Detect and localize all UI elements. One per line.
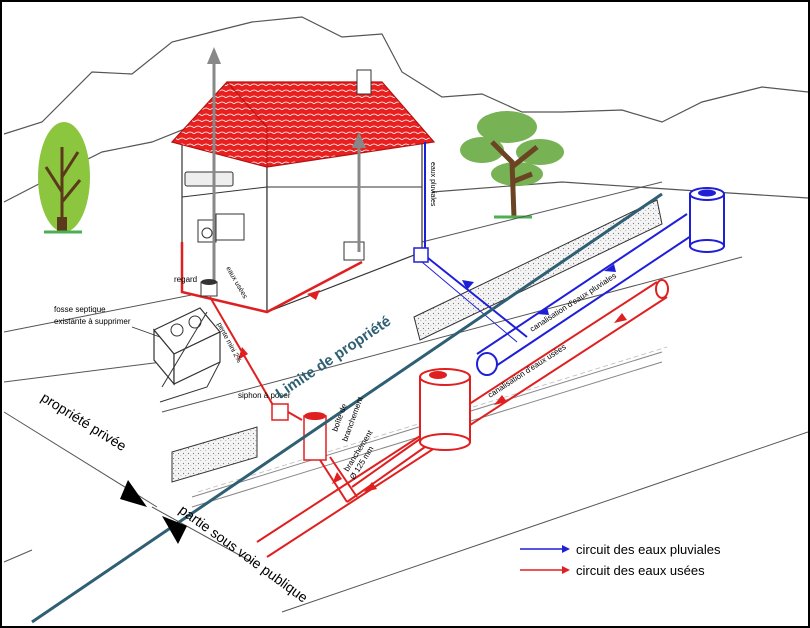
vent-arrow-icon [352,132,366,148]
rain-box [413,247,429,263]
legend-waste-arrow-icon [562,566,570,574]
regard-icon [200,279,218,297]
chimney [356,69,372,95]
front-wall-left [171,426,258,483]
septic-tank-icon [153,307,221,388]
waste-manhole [419,368,471,451]
bathtub-icon [184,171,234,187]
label-siphon: siphon à poser [238,391,291,400]
hill-outline [3,121,203,203]
label-fosse-1: fosse septique [54,305,106,314]
ground-line-right [431,181,808,199]
arrow-private-icon [120,480,147,507]
property-limit-line [31,192,663,624]
label-partie-publique: partie sous voie publique [176,501,311,605]
vent-arrow-icon [207,47,221,64]
house [170,69,436,313]
tree-left-icon [38,122,90,234]
label-fosse-2: existante à supprimer [54,317,131,326]
sink-icon [215,213,245,241]
siphon-box [271,403,289,421]
legend-item-rain: circuit des eaux pluviales [576,542,721,557]
legend-rain-arrow-icon [562,545,570,553]
legend: circuit des eaux pluviales circuit des e… [520,542,721,578]
tree-right-icon [460,111,564,219]
mountain-outline [3,16,808,135]
arrow-public-icon [162,516,187,544]
label-propriete-privee: propriété privée [38,389,129,454]
label-eaux-pluviales: eaux pluviales [429,162,436,207]
label-regard: regard [174,275,197,284]
rain-manhole [689,187,725,253]
toilet-icon [343,241,365,261]
label-canal-usees: canalisation d'eaux usées [486,342,568,399]
legend-item-waste: circuit des eaux usées [576,563,705,578]
